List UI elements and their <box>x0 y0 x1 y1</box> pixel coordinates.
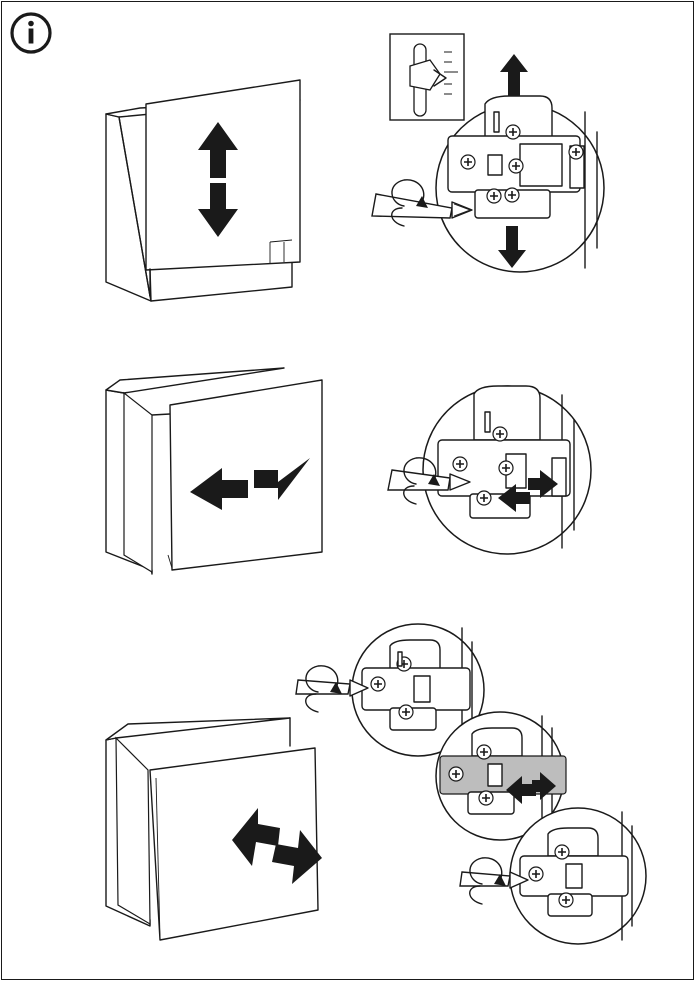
hinge-vertical-screw-detail <box>435 95 605 273</box>
door-angled-cabinet-icon <box>105 717 319 941</box>
door-closed-cabinet-icon <box>105 367 323 575</box>
hinge-horizontal-screw-detail <box>422 385 592 555</box>
info-circle-icon <box>10 12 52 54</box>
up-down-arrow-icon <box>198 122 238 237</box>
hinge-final-screw-detail <box>509 807 647 945</box>
hinge-scale-inset <box>389 33 465 121</box>
screwdriver-icon <box>459 857 529 905</box>
screwdriver-icon <box>371 179 473 227</box>
diagonal-arrow-icon <box>232 808 322 884</box>
screwdriver-icon <box>387 457 471 505</box>
up-down-arrow-icon <box>498 54 528 268</box>
screwdriver-icon <box>295 665 369 713</box>
door-open-cabinet-icon <box>105 79 301 302</box>
left-right-arrow-icon <box>190 458 310 510</box>
left-right-arrow-icon <box>498 470 558 512</box>
left-right-arrow-icon <box>506 772 556 804</box>
